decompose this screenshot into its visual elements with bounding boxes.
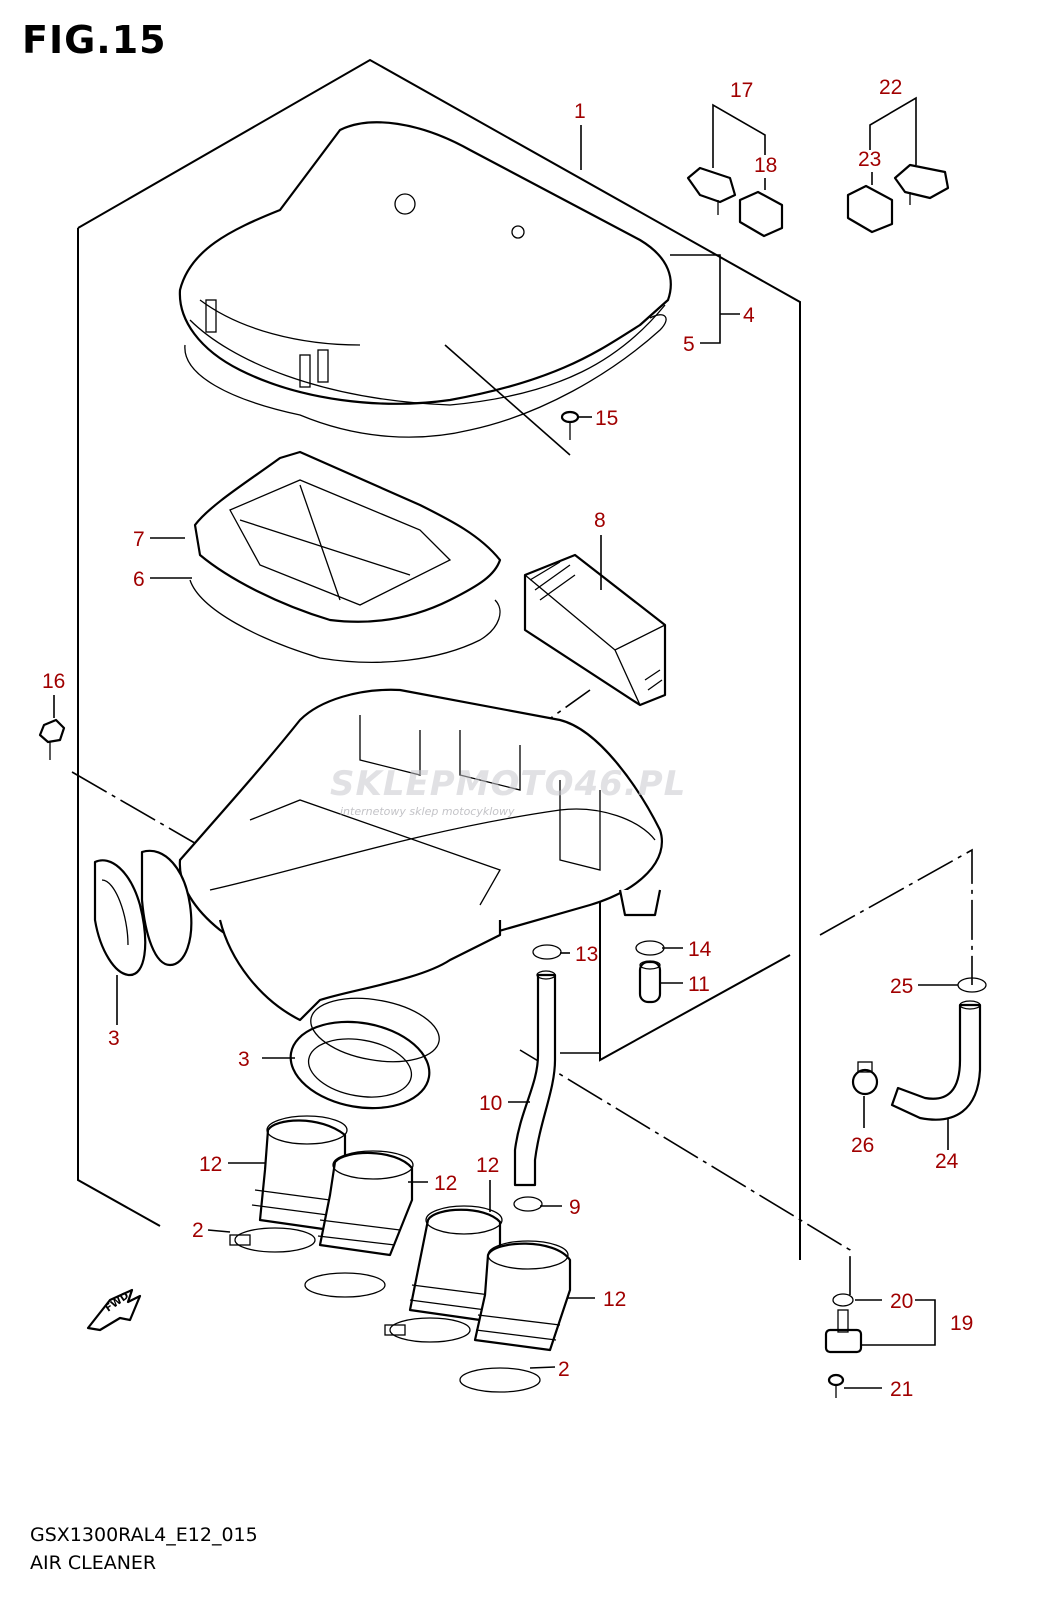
intake-funnel-2 [317,1150,414,1257]
leader-19 [860,1299,936,1346]
callout-22: 22 [879,76,902,99]
callout-12a: 12 [199,1153,222,1176]
plug-11 [638,960,662,1004]
leader-17 [712,103,766,168]
callout-12b: 12 [434,1172,457,1195]
sensor-19 [824,1309,863,1354]
callout-1: 1 [574,100,586,123]
callout-18: 18 [754,154,777,177]
callout-17: 17 [730,79,753,102]
callout-labels: 1 2 2 3 3 4 5 6 7 8 9 10 11 12 12 12 12 … [42,76,973,1401]
figure-title: FIG.15 [22,18,167,62]
callout-6: 6 [133,568,145,591]
fwd-arrow: FWD [86,1288,142,1332]
callout-leaders [53,125,958,1389]
callout-9: 9 [569,1196,581,1219]
air-cleaner-case [178,688,663,1022]
callout-8: 8 [594,509,606,532]
intake-funnel-4 [473,1240,572,1352]
callout-23: 23 [858,148,881,171]
cover-18 [738,190,784,238]
callout-14: 14 [688,938,712,961]
callout-26: 26 [851,1134,874,1157]
filter-element-frame [193,450,502,623]
callout-7: 7 [133,528,145,551]
intake-funnel-3 [408,1205,503,1322]
callout-12c: 12 [476,1154,499,1177]
callout-13: 13 [575,943,598,966]
filter-element [523,553,667,707]
cover-23 [846,184,894,234]
bolt-16 [38,718,66,760]
callout-19: 19 [950,1312,973,1335]
callout-2b: 2 [558,1358,570,1381]
assembly-frame [71,58,973,1295]
clamp-26 [851,1061,879,1096]
leader-22 [869,96,917,165]
callout-24: 24 [935,1150,959,1173]
intake-duct-left [93,849,193,977]
sensor-17 [686,166,737,215]
clip-13 [532,944,562,960]
callout-15: 15 [595,407,618,430]
element-seal [189,579,501,663]
callout-5: 5 [683,333,695,356]
cap-seal [184,314,667,438]
callout-3a: 3 [108,1027,120,1050]
air-cleaner-cap [178,121,672,406]
clip-9 [513,1196,543,1212]
callout-11: 11 [688,973,710,996]
intake-funnel-1 [251,1115,348,1232]
callout-21: 21 [890,1378,913,1401]
diagram-code: GSX1300RAL4_E12_015 [30,1524,258,1546]
breather-hose-24 [890,1000,982,1121]
watermark-tagline: internetowy sklep motocyklowy [340,805,515,818]
watermark-logo: SKLEPMOTO46.PL [330,764,687,804]
callout-10: 10 [479,1092,502,1115]
intake-duct-front [289,997,440,1110]
callout-2a: 2 [192,1219,204,1242]
callout-20: 20 [890,1290,913,1313]
clip-14 [635,940,665,956]
callout-25: 25 [890,975,913,998]
diagram-name: AIR CLEANER [30,1552,157,1574]
o-ring-20 [832,1293,854,1307]
screw-15 [560,410,580,440]
callout-12d: 12 [603,1288,626,1311]
callout-4: 4 [743,304,755,327]
sensor-22 [893,163,950,205]
callout-16: 16 [42,670,65,693]
funnel-clamps [229,1227,541,1393]
drain-hose [513,970,557,1187]
callout-3b: 3 [238,1048,250,1071]
screw-21 [827,1373,845,1398]
